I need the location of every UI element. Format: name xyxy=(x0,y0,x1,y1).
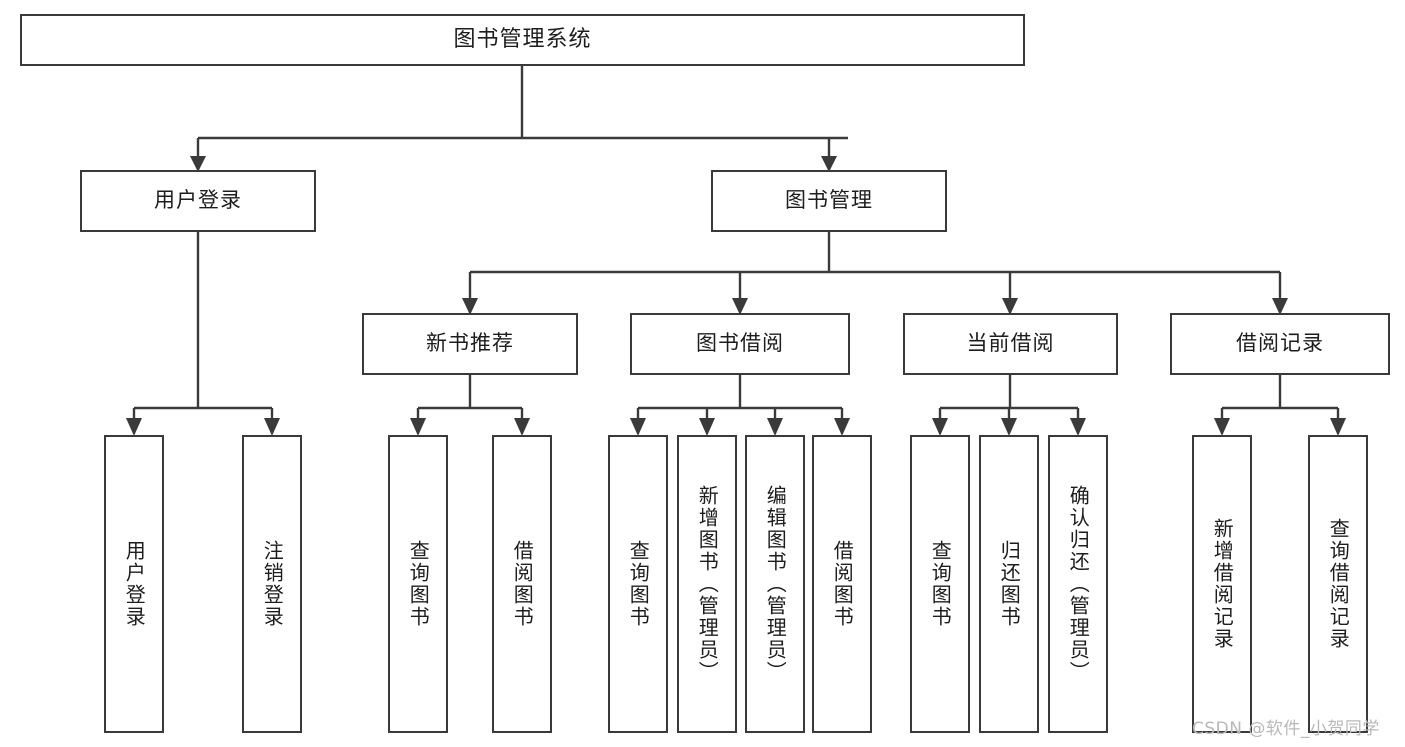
node-label: 用户登录 xyxy=(122,540,147,628)
node-leaf-confirm-return[interactable]: 确认归还（管理员） xyxy=(1048,435,1108,733)
arrow-leaf-borrow-book-2 xyxy=(834,418,850,436)
node-label: 新增图书（管理员） xyxy=(695,485,720,683)
arrow-leaf-add-book xyxy=(699,418,715,436)
node-borrow-record[interactable]: 借阅记录 xyxy=(1170,313,1390,375)
arrow-leaf-logout-login xyxy=(264,418,280,436)
node-leaf-add-book[interactable]: 新增图书（管理员） xyxy=(677,435,737,733)
node-label: 编辑图书（管理员） xyxy=(763,485,788,683)
node-leaf-borrow-book-1[interactable]: 借阅图书 xyxy=(492,435,552,733)
node-new-book-recommend[interactable]: 新书推荐 xyxy=(362,313,578,375)
node-leaf-add-record[interactable]: 新增借阅记录 xyxy=(1192,435,1252,733)
node-label: 注销登录 xyxy=(260,540,285,628)
node-label: 图书管理系统 xyxy=(453,26,592,52)
node-leaf-user-login[interactable]: 用户登录 xyxy=(104,435,164,733)
node-leaf-logout-login[interactable]: 注销登录 xyxy=(242,435,302,733)
node-label: 借阅图书 xyxy=(510,540,535,628)
node-root-system[interactable]: 图书管理系统 xyxy=(20,14,1025,66)
arrow-leaf-add-record xyxy=(1214,418,1230,436)
arrow-leaf-query-record xyxy=(1330,418,1346,436)
node-label: 查询借阅记录 xyxy=(1326,518,1351,650)
node-book-borrow[interactable]: 图书借阅 xyxy=(630,313,850,375)
node-label: 查询图书 xyxy=(406,540,431,628)
node-label: 图书借阅 xyxy=(696,331,784,356)
node-label: 借阅记录 xyxy=(1236,331,1324,356)
arrow-leaf-query-book-3 xyxy=(932,418,948,436)
node-current-borrow[interactable]: 当前借阅 xyxy=(903,313,1118,375)
arrow-leaf-user-login xyxy=(126,418,142,436)
arrow-leaf-confirm-return xyxy=(1070,418,1086,436)
node-leaf-query-book-1[interactable]: 查询图书 xyxy=(388,435,448,733)
node-user-login[interactable]: 用户登录 xyxy=(80,170,316,232)
node-label: 查询图书 xyxy=(626,540,651,628)
node-book-management[interactable]: 图书管理 xyxy=(711,170,947,232)
node-leaf-query-book-3[interactable]: 查询图书 xyxy=(910,435,970,733)
node-label: 借阅图书 xyxy=(830,540,855,628)
node-leaf-edit-book[interactable]: 编辑图书（管理员） xyxy=(745,435,805,733)
node-label: 用户登录 xyxy=(154,188,242,213)
node-label: 新增借阅记录 xyxy=(1210,518,1235,650)
arrow-leaf-borrow-book-1 xyxy=(514,418,530,436)
arrow-leaf-return-book xyxy=(1001,418,1017,436)
node-label: 归还图书 xyxy=(997,540,1022,628)
arrow-leaf-query-book-1 xyxy=(410,418,426,436)
node-leaf-borrow-book-2[interactable]: 借阅图书 xyxy=(812,435,872,733)
node-label: 查询图书 xyxy=(928,540,953,628)
node-label: 当前借阅 xyxy=(966,331,1055,356)
node-label: 确认归还（管理员） xyxy=(1066,485,1091,683)
node-label: 图书管理 xyxy=(785,188,873,213)
node-label: 新书推荐 xyxy=(426,331,514,356)
node-leaf-query-book-2[interactable]: 查询图书 xyxy=(608,435,668,733)
arrow-leaf-query-book-2 xyxy=(630,418,646,436)
arrow-leaf-edit-book xyxy=(767,418,783,436)
node-leaf-query-record[interactable]: 查询借阅记录 xyxy=(1308,435,1368,733)
node-leaf-return-book[interactable]: 归还图书 xyxy=(979,435,1039,733)
